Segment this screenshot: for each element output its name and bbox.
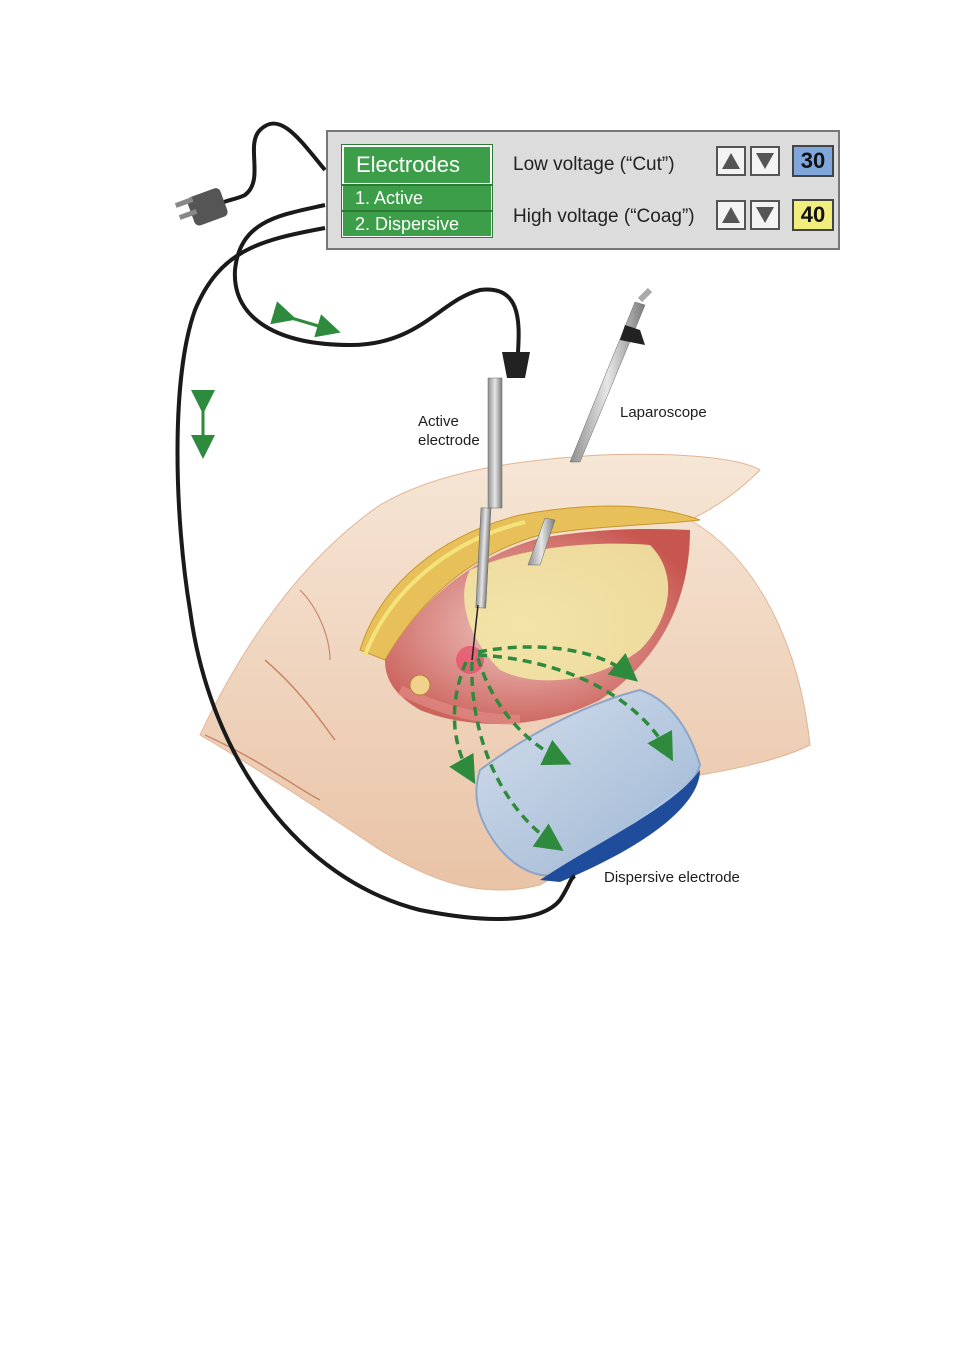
power-cord (216, 121, 327, 207)
electrode-item-active: 1. Active (341, 184, 493, 212)
electrode-item-dispersive: 2. Dispersive (341, 210, 493, 238)
abdominal-wall (359, 505, 701, 661)
arrow-up-icon (722, 153, 740, 169)
active-cable (232, 203, 521, 353)
active-electrode-label: Active electrode (418, 413, 480, 449)
double-headed-arrow-icon (270, 301, 341, 338)
dispersive-electrode-label: Dispersive electrode (604, 869, 740, 886)
high-voltage-down-button[interactable] (750, 200, 780, 230)
high-voltage-label: High voltage (“Coag”) (513, 206, 695, 227)
arrow-down-icon (756, 207, 774, 223)
electrodes-box: Electrodes 1. Active 2. Dispersive (341, 144, 493, 238)
current-flow-arrows (449, 645, 673, 851)
arrow-up-icon (722, 207, 740, 223)
low-voltage-label: Low voltage (“Cut”) (513, 154, 675, 175)
electrodes-title: Electrodes (341, 144, 493, 186)
high-voltage-value: 40 (792, 199, 834, 231)
generator-panel: Electrodes 1. Active 2. Dispersive Low v… (326, 130, 840, 250)
low-voltage-down-button[interactable] (750, 146, 780, 176)
low-voltage-up-button[interactable] (716, 146, 746, 176)
low-voltage-value: 30 (792, 145, 834, 177)
active-electrode-instrument (471, 352, 530, 661)
laparoscope-label: Laparoscope (620, 404, 707, 421)
laparoscope-instrument (527, 287, 653, 566)
power-plug-icon (174, 188, 228, 226)
dispersive-cable (175, 226, 577, 921)
high-voltage-up-button[interactable] (716, 200, 746, 230)
arrow-down-icon (756, 153, 774, 169)
